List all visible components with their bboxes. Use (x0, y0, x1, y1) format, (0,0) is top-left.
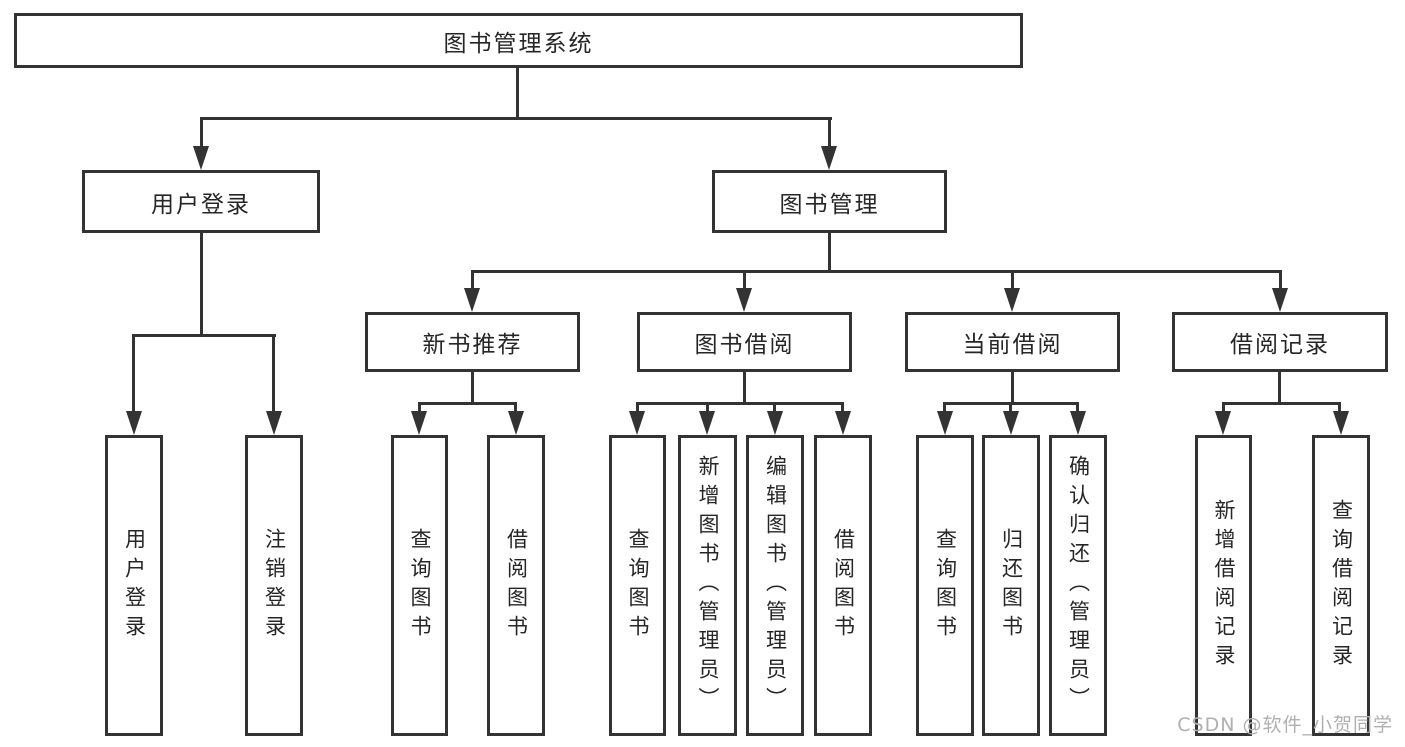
leaf-add-borrow-record: 新增借阅记录 (1195, 435, 1252, 736)
arrow-down-icon (937, 411, 953, 435)
leaf-edit-book-admin: 编辑图书（管理员） (746, 435, 804, 736)
connector-borrow-records-hline (1222, 402, 1341, 405)
connector-drop-logout-leaf (272, 334, 275, 412)
connector-drop-book-management (828, 117, 831, 147)
node-current-borrowing: 当前借阅 (905, 312, 1120, 372)
connector-drop-login-leaf (132, 334, 135, 412)
node-book-borrowing: 图书借阅 (637, 312, 852, 372)
connector-drop-new-book (471, 270, 474, 290)
leaf-borrow-books: 借阅图书 (814, 435, 872, 736)
leaf-confirm-return-admin: 确认归还（管理员） (1049, 435, 1107, 736)
connector-drop (706, 402, 709, 412)
arrow-down-icon (193, 146, 209, 170)
connector-book-management-stem (828, 233, 831, 273)
arrow-down-icon (1272, 288, 1288, 312)
arrow-down-icon (1215, 411, 1231, 435)
node-user-login: 用户登录 (82, 170, 320, 233)
leaf-query-books-recommend: 查询图书 (391, 435, 448, 736)
node-new-book-recommend: 新书推荐 (365, 312, 580, 372)
leaf-return-books: 归还图书 (982, 435, 1040, 736)
connector-book-borrow-hline (636, 402, 844, 405)
arrow-down-icon (821, 146, 837, 170)
node-borrowing-records: 借阅记录 (1172, 312, 1388, 372)
connector-drop (636, 402, 639, 412)
connector-book-borrow-stem (743, 372, 746, 405)
connector-borrow-records-stem (1278, 372, 1281, 405)
connector-drop (841, 402, 844, 412)
arrow-down-icon (629, 411, 645, 435)
arrow-down-icon (1004, 288, 1020, 312)
connector-drop (1222, 402, 1225, 412)
connector-drop-user-login (200, 117, 203, 147)
arrow-down-icon (736, 288, 752, 312)
arrow-down-icon (767, 411, 783, 435)
connector-level3-hline (471, 270, 1282, 273)
connector-drop (1009, 402, 1012, 412)
leaf-borrow-books-recommend: 借阅图书 (487, 435, 545, 736)
connector-drop (1076, 402, 1079, 412)
arrow-down-icon (411, 411, 427, 435)
connector-drop (514, 402, 517, 412)
connector-user-login-stem (200, 233, 203, 337)
connector-drop (418, 402, 421, 412)
connector-root-hline (200, 117, 832, 120)
connector-drop-book-borrow (743, 270, 746, 290)
watermark: CSDN @软件_小贺同学 (1177, 714, 1393, 736)
leaf-query-books-borrowing: 查询图书 (609, 435, 666, 736)
connector-current-borrow-stem (1011, 372, 1014, 405)
arrow-down-icon (835, 411, 851, 435)
connector-new-book-hline (418, 402, 517, 405)
leaf-add-book-admin: 新增图书（管理员） (678, 435, 737, 736)
node-library-system: 图书管理系统 (14, 13, 1023, 68)
arrow-down-icon (126, 411, 142, 435)
arrow-down-icon (1003, 411, 1019, 435)
arrow-down-icon (266, 411, 282, 435)
arrow-down-icon (508, 411, 524, 435)
connector-root-stem (516, 68, 519, 120)
leaf-logout: 注销登录 (245, 435, 303, 736)
connector-drop (1338, 402, 1341, 412)
leaf-query-borrow-record: 查询借阅记录 (1312, 435, 1370, 736)
arrow-down-icon (1333, 411, 1349, 435)
connector-drop-current-borrow (1011, 270, 1014, 290)
connector-drop (773, 402, 776, 412)
arrow-down-icon (464, 288, 480, 312)
arrow-down-icon (1070, 411, 1086, 435)
leaf-user-login: 用户登录 (105, 435, 163, 736)
connector-drop (943, 402, 946, 412)
connector-drop-borrow-records (1279, 270, 1282, 290)
node-book-management: 图书管理 (712, 170, 947, 233)
connector-new-book-stem (471, 372, 474, 405)
connector-user-login-hline (132, 334, 276, 337)
leaf-query-books-current: 查询图书 (916, 435, 974, 736)
arrow-down-icon (699, 411, 715, 435)
